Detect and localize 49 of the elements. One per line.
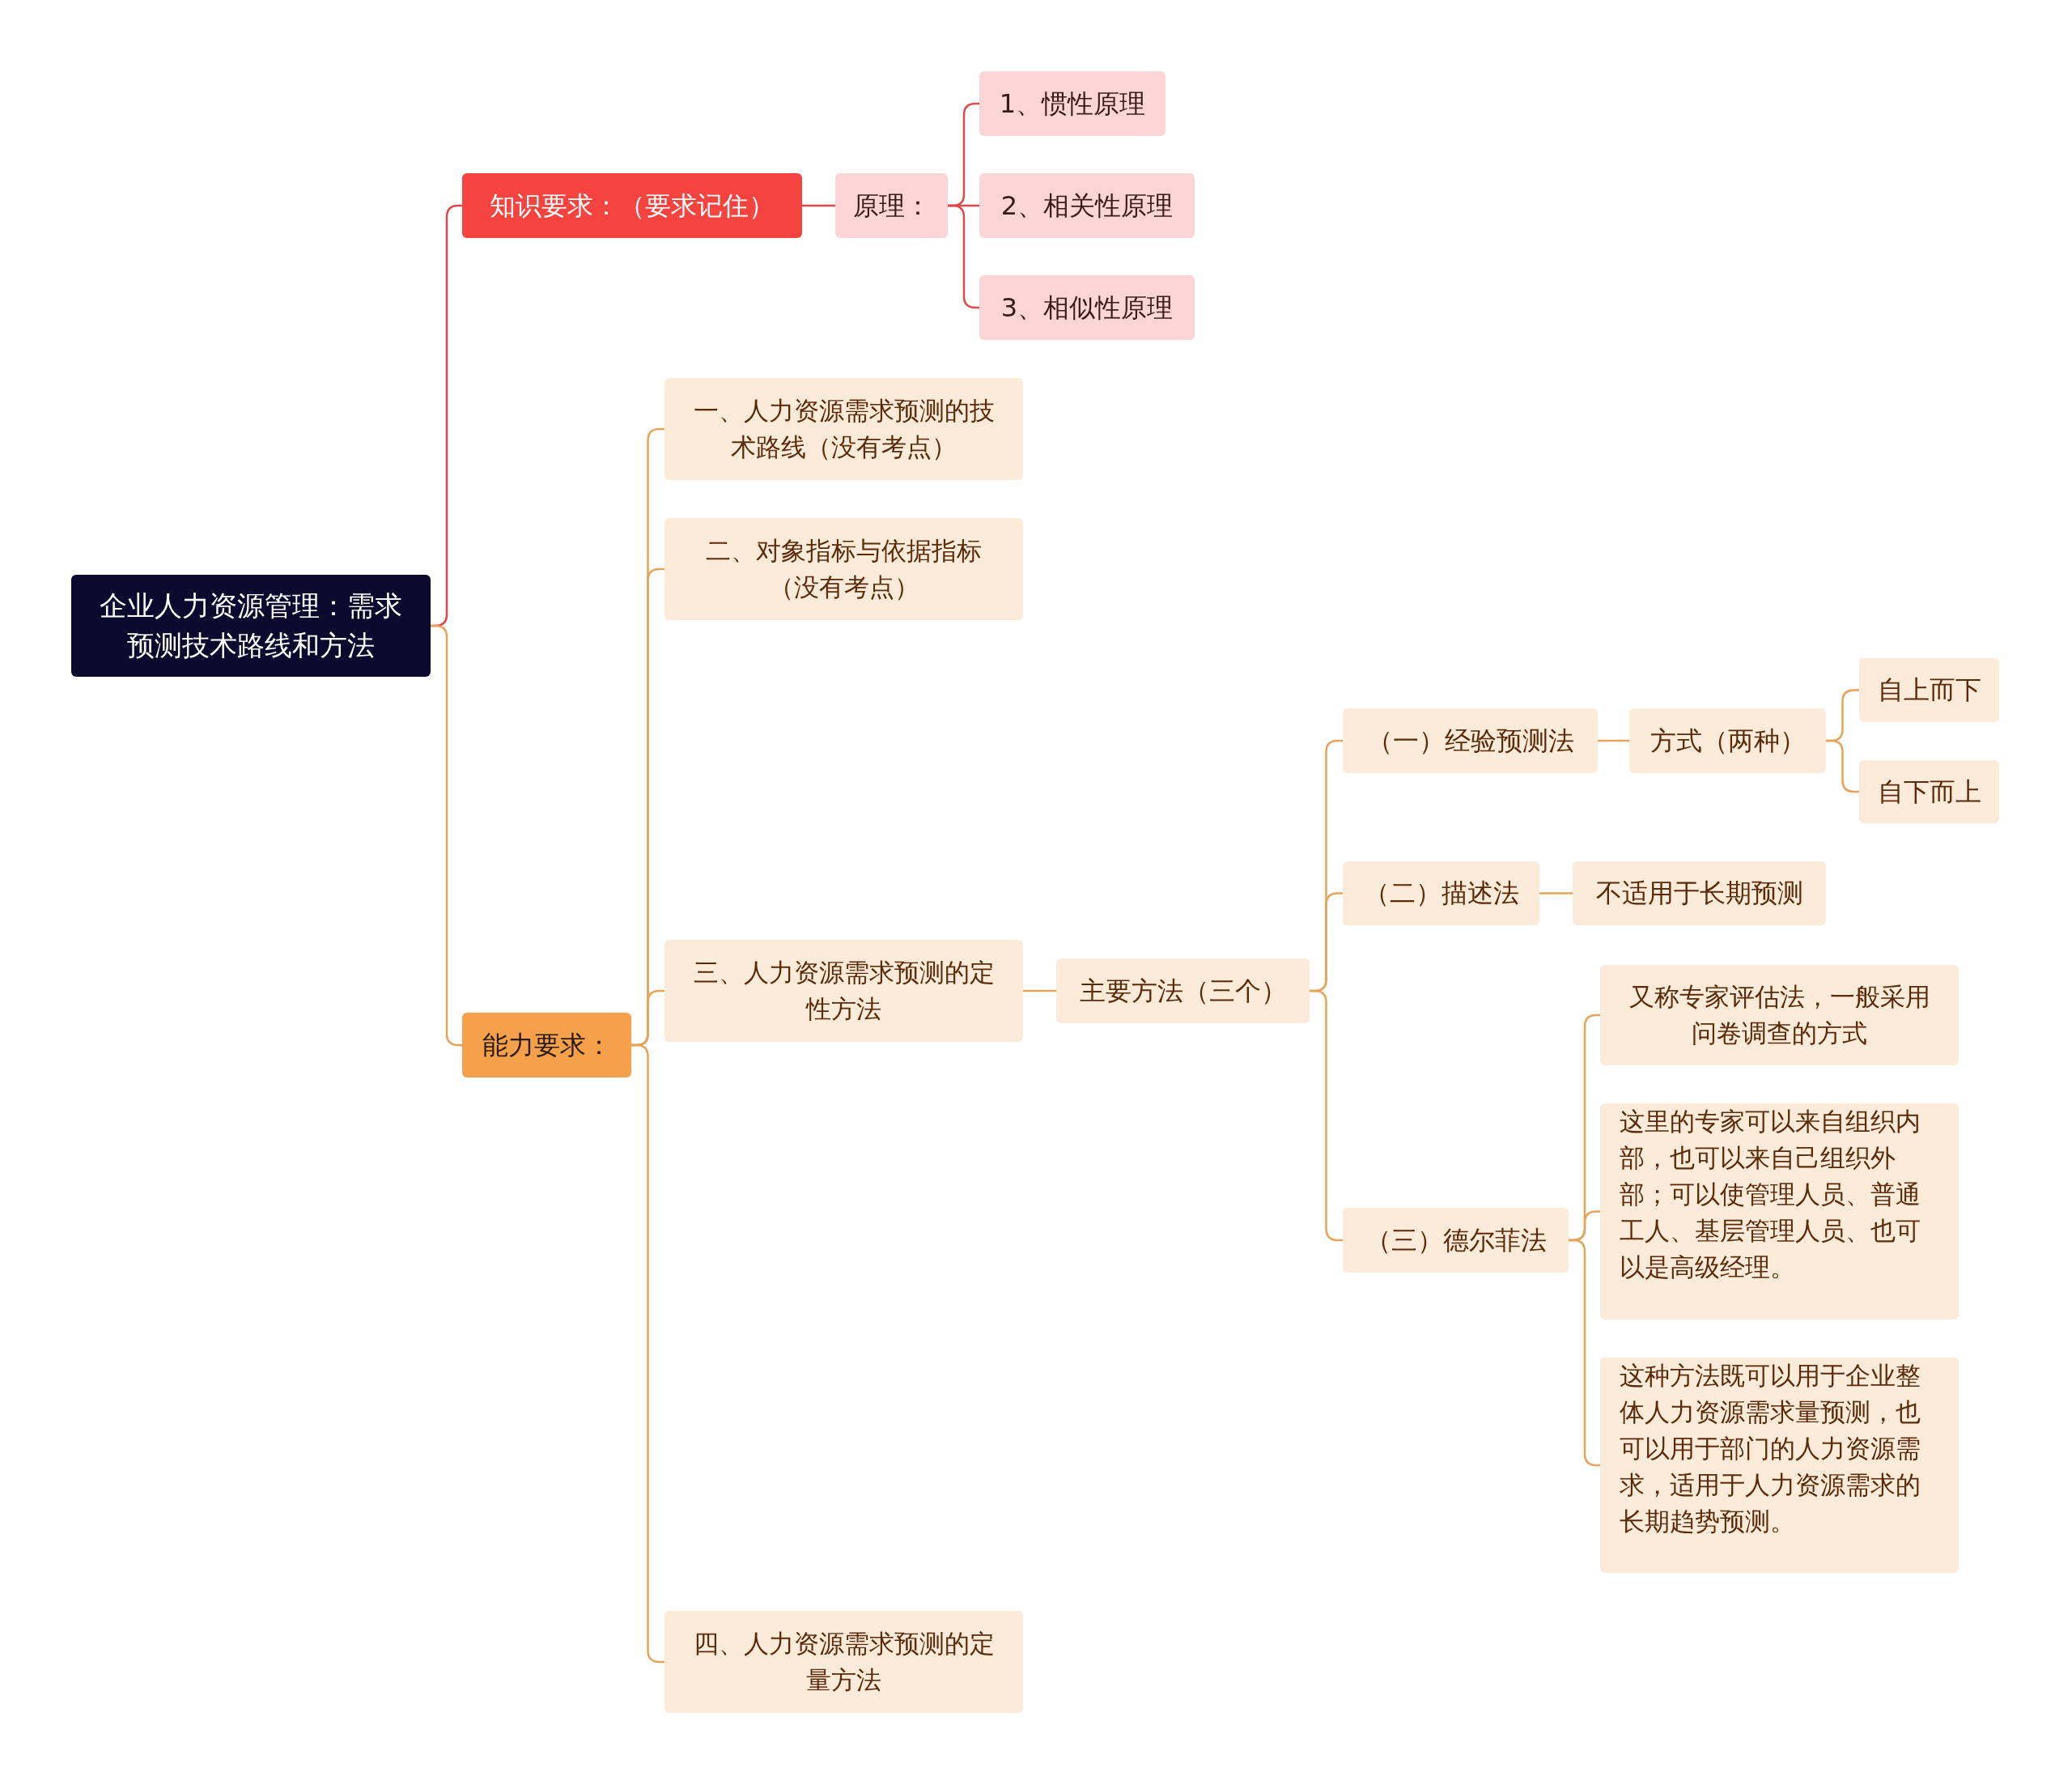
topic-text: 这种方法既可以用于企业整体人力资源需求量预测，也可以用于部门的人力资源需求，适用于人力资源需求的长期趋势预测。 (1620, 1360, 1921, 1537)
topic-text: 一、人力资源需求预测的技术路线（没有考点） (692, 395, 996, 463)
topic-text: 1、惯性原理 (998, 87, 1147, 121)
connector-line (1310, 989, 1343, 1242)
connector-line (1539, 892, 1573, 895)
topic-box (1573, 861, 1826, 925)
topic-text: 四、人力资源需求预测的定量方法 (692, 1628, 996, 1696)
topic-text: （三）德尔菲法 (1364, 1223, 1548, 1257)
topic-box (664, 1611, 1023, 1713)
topic-box (1600, 1358, 1959, 1573)
topic-box (979, 275, 1195, 340)
topic-box (71, 575, 431, 677)
topic-text: 三、人力资源需求预测的定性方法 (692, 957, 996, 1025)
topic-text: 这里的专家可以来自组织内部，也可以来自己组织外部；可以使管理人员、普通工人、基层管理人员、也可以是高级经理。 (1620, 1106, 1921, 1283)
connector-line (1598, 739, 1629, 742)
connector-line (1023, 989, 1056, 992)
topic-box (835, 173, 948, 238)
topic-box (1859, 760, 1999, 823)
topic-box (1600, 1103, 1959, 1320)
topic-box (1859, 658, 1999, 722)
topic-text: （二）描述法 (1362, 877, 1520, 911)
topic-box (462, 1013, 631, 1077)
topic-box (979, 173, 1195, 238)
topic-box (1600, 965, 1959, 1065)
topic-box (462, 173, 802, 238)
topic-text: 知识要求：（要求记住） (489, 189, 775, 223)
topic-text: 自上而下 (1876, 674, 1982, 708)
topic-text: 二、对象指标与依据指标（没有考点） (705, 535, 983, 603)
topic-text: （一）经验预测法 (1365, 724, 1575, 758)
topic-box (1056, 958, 1310, 1023)
topic-text: 3、相似性原理 (1000, 291, 1174, 325)
topic-text: 2、相关性原理 (1000, 189, 1174, 223)
topic-text: 又称专家评估法，一般采用问卷调查的方式 (1628, 981, 1931, 1049)
topic-text: 方式（两种） (1649, 724, 1807, 758)
topic-text: 主要方法（三个） (1078, 974, 1288, 1008)
topic-box (1629, 708, 1826, 773)
topic-box (1343, 1208, 1569, 1273)
topic-box (664, 940, 1023, 1042)
topic-box (664, 518, 1023, 620)
topic-text: 不适用于长期预测 (1594, 877, 1804, 911)
topic-text: 原理： (851, 189, 932, 223)
topic-box (664, 378, 1023, 480)
topic-text: 企业人力资源管理：需求预测技术路线和方法 (99, 588, 403, 663)
topic-box (979, 71, 1166, 136)
topic-text: 能力要求： (481, 1028, 613, 1062)
topic-box (1343, 708, 1598, 773)
topic-text: 自下而上 (1876, 775, 1982, 809)
topic-box (1343, 861, 1539, 925)
connector-line (802, 204, 835, 207)
